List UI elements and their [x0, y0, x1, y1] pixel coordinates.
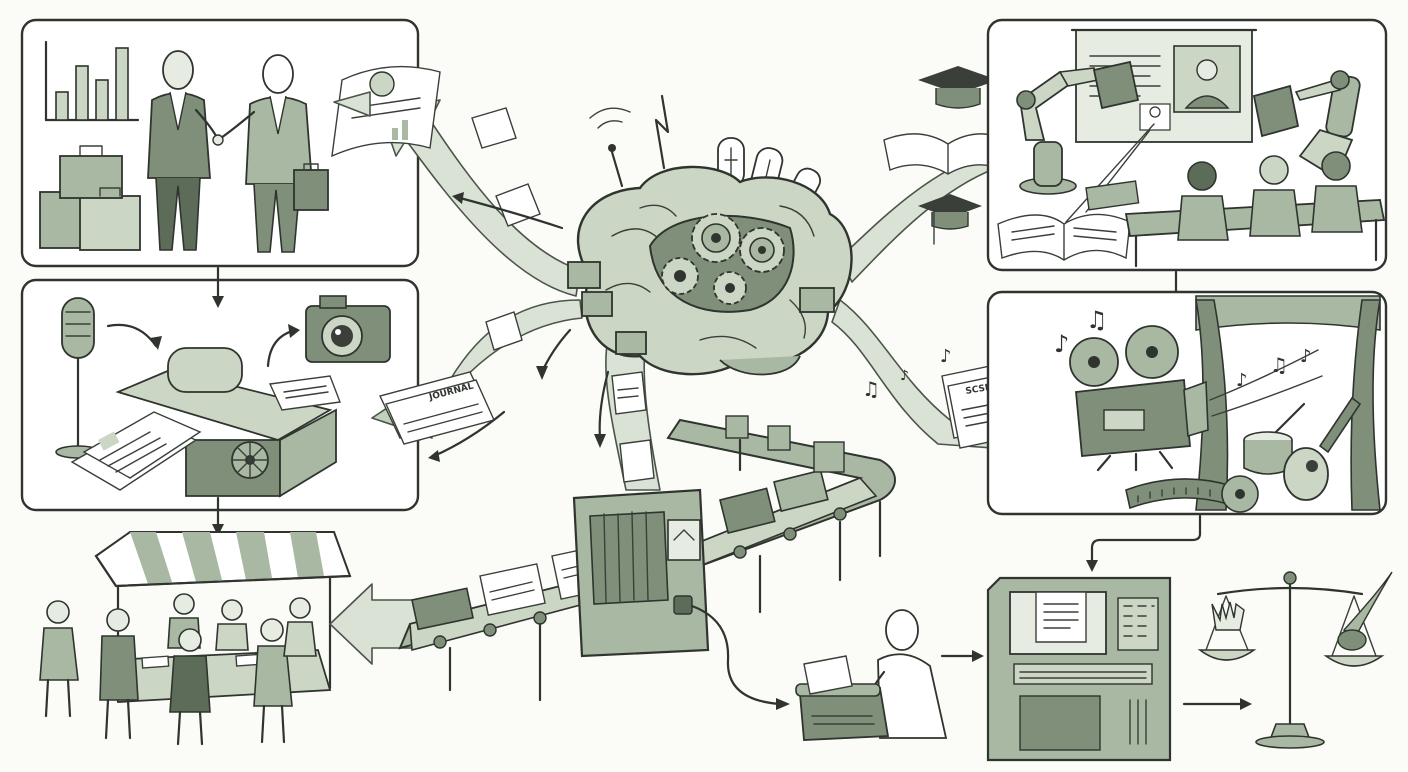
- film-reel-icon: [1125, 475, 1259, 513]
- customer-figure: [99, 608, 139, 740]
- power-switch: [673, 595, 693, 615]
- computer-terminal-icon: [986, 576, 1172, 762]
- quill-icon: [1342, 571, 1393, 637]
- theater-curtain: [1195, 295, 1381, 511]
- customer-figure: [39, 600, 79, 718]
- music-note-icon: ♫: [1086, 306, 1108, 334]
- gear-icon: [713, 271, 747, 305]
- book-icon: [1252, 84, 1300, 138]
- student-figure: [1311, 151, 1363, 233]
- book-icon: [1092, 60, 1140, 110]
- education-panel: [986, 18, 1388, 272]
- arrow-to-press-panel: [432, 410, 506, 458]
- customer-figure: [169, 628, 211, 746]
- conveyor-rollers: [433, 507, 847, 649]
- machine-gauge: [667, 519, 701, 561]
- briefcase-stack-icon: [39, 145, 141, 251]
- guitar-icon: [1283, 396, 1362, 501]
- vendor-figure: [215, 599, 249, 651]
- drum-icon: [1243, 402, 1306, 475]
- printing-press-icon: [70, 347, 341, 498]
- music-note-icon: ♪: [940, 346, 952, 367]
- open-book-icon: [997, 213, 1131, 261]
- customer-figure: [283, 597, 317, 657]
- music-note-icon: ♪: [1236, 370, 1248, 391]
- music-note-icon: ♪: [900, 368, 909, 384]
- flow-to-business: [331, 65, 581, 297]
- graduation-cap-icon: [918, 66, 998, 109]
- cable-to-typewriter: [690, 604, 782, 706]
- arrow-brain-down-left: [540, 328, 572, 374]
- handshake-icon: [212, 134, 224, 146]
- sound-lines: [1209, 349, 1323, 417]
- music-note-icon: ♫: [862, 377, 880, 401]
- arrow-entertainment-to-computer: [1090, 514, 1202, 566]
- film-projector-icon: [1069, 325, 1209, 472]
- hand-icon: [1211, 601, 1245, 631]
- brain-machine-icon: [567, 94, 853, 376]
- bar-chart-icon: [44, 40, 140, 122]
- arrow-to-business-area: [458, 196, 564, 230]
- business-panel: [20, 18, 420, 268]
- market-stall-scene: [39, 531, 352, 746]
- typewriter-scene: [795, 609, 948, 741]
- inkwell-icon: [1337, 629, 1367, 651]
- graduation-cap-icon: [918, 194, 982, 245]
- student-figure: [1249, 155, 1301, 237]
- press-panel: [20, 278, 420, 512]
- music-note-icon: ♪: [1054, 330, 1069, 358]
- arrow-to-market: [329, 583, 421, 665]
- gear-icon: [661, 257, 699, 295]
- gear-icon: [691, 213, 741, 263]
- student-figure: [1177, 161, 1229, 241]
- gear-icon: [739, 227, 785, 273]
- robot-arm-left: [1016, 60, 1140, 195]
- camera-icon: [305, 295, 391, 363]
- businessman-left-figure: [147, 50, 220, 251]
- scales-of-justice-icon: [1197, 571, 1393, 749]
- typewriter-icon: [795, 655, 890, 741]
- arrow-to-business-panel: [333, 91, 371, 117]
- arrow-brain-down: [598, 370, 610, 440]
- publishing-machine: [572, 488, 710, 658]
- businessman-right-figure: [216, 54, 329, 253]
- flow-to-press: JOURNAL: [371, 299, 583, 445]
- flow-to-conveyor: [605, 337, 661, 491]
- entertainment-panel: ♪ ♫ ♪ ♫ ♪: [986, 290, 1388, 516]
- customer-figure: [253, 618, 293, 744]
- projection-screen: [1070, 28, 1258, 143]
- flow-to-education: [839, 66, 1031, 283]
- music-note-icon: ♫: [1270, 353, 1288, 377]
- music-note-icon: ♪: [1300, 346, 1312, 367]
